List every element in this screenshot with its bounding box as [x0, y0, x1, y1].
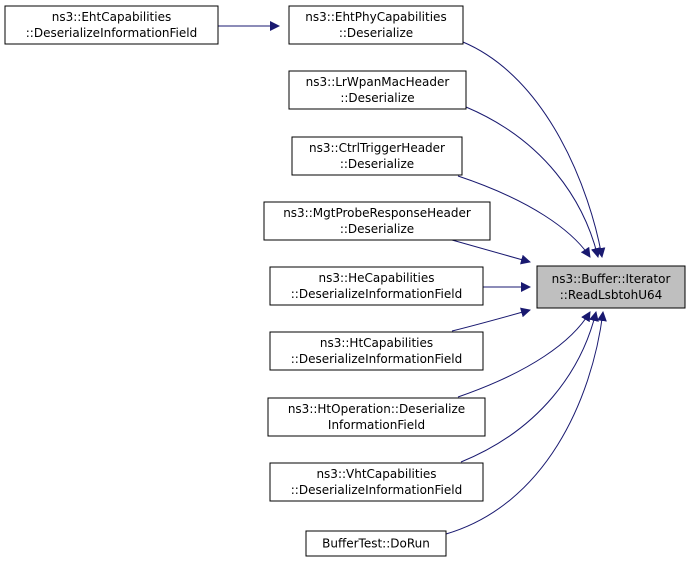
node-label-line: ::Deserialize: [340, 222, 414, 236]
edge-ht-op-to-target: [457, 311, 591, 398]
node-label-line: ::Deserialize: [340, 91, 414, 105]
node-label-line: ns3::EhtPhyCapabilities: [305, 10, 446, 24]
node-lrwpan-mac-deserialize[interactable]: ns3::LrWpanMacHeader::Deserialize: [288, 70, 467, 110]
node-label-line: ns3::HeCapabilities: [319, 271, 435, 285]
node-label-line: ::DeserializeInformationField: [26, 26, 197, 40]
node-vht-cap-deserialize[interactable]: ns3::VhtCapabilities::DeserializeInforma…: [269, 462, 484, 502]
edge-eht-phy-to-target: [462, 41, 606, 258]
node-label-line: ns3::HtOperation::Deserialize: [288, 402, 465, 416]
node-ht-op-deserialize[interactable]: ns3::HtOperation::DeserializeInformation…: [267, 397, 486, 437]
node-box: [288, 70, 467, 110]
node-eht-cap-deserialize[interactable]: ns3::EhtCapabilities::DeserializeInforma…: [4, 5, 219, 45]
node-box: [4, 5, 219, 45]
node-label-line: ns3::CtrlTriggerHeader: [309, 141, 445, 155]
node-label-line: ns3::HtCapabilities: [320, 336, 433, 350]
edge-lrwpan-to-target: [465, 106, 601, 258]
node-label-line: ::DeserializeInformationField: [291, 352, 462, 366]
node-label-line: BufferTest::DoRun: [322, 537, 430, 551]
node-eht-phy-deserialize[interactable]: ns3::EhtPhyCapabilities::Deserialize: [288, 5, 464, 45]
node-label-line: ns3::Buffer::Iterator: [552, 272, 671, 286]
edge-ht-cap-to-target: [451, 307, 531, 332]
edges: [218, 21, 607, 535]
node-box: [291, 136, 463, 176]
node-ctrl-trigger-deserialize[interactable]: ns3::CtrlTriggerHeader::Deserialize: [291, 136, 463, 176]
node-box: [269, 331, 484, 371]
node-label-line: InformationField: [328, 418, 425, 432]
node-label-line: ::DeserializeInformationField: [291, 483, 462, 497]
node-label-line: ns3::MgtProbeResponseHeader: [283, 206, 471, 220]
node-box: [288, 5, 464, 45]
edge-ctrl-trigger-to-target: [457, 175, 591, 258]
node-box: [267, 397, 486, 437]
edge-mgt-probe-to-target: [451, 239, 531, 265]
node-label-line: ns3::EhtCapabilities: [52, 10, 171, 24]
node-box: [269, 462, 484, 502]
node-box: [305, 530, 447, 557]
edge-vht-cap-to-target: [460, 311, 599, 463]
node-label-line: ::ReadLsbtohU64: [560, 288, 663, 302]
nodes: ns3::Buffer::Iterator::ReadLsbtohU64ns3:…: [4, 5, 686, 557]
node-label-line: ns3::VhtCapabilities: [316, 467, 436, 481]
node-label-line: ::Deserialize: [340, 157, 414, 171]
node-target[interactable]: ns3::Buffer::Iterator::ReadLsbtohU64: [536, 265, 686, 309]
node-ht-cap-deserialize[interactable]: ns3::HtCapabilities::DeserializeInformat…: [269, 331, 484, 371]
node-box: [263, 201, 491, 241]
edge-buffertest-to-target: [445, 311, 607, 535]
node-mgt-probe-deserialize[interactable]: ns3::MgtProbeResponseHeader::Deserialize: [263, 201, 491, 241]
node-he-cap-deserialize[interactable]: ns3::HeCapabilities::DeserializeInformat…: [269, 266, 484, 306]
node-label-line: ::DeserializeInformationField: [291, 287, 462, 301]
node-box: [536, 265, 686, 309]
node-label-line: ns3::LrWpanMacHeader: [306, 75, 450, 89]
node-box: [269, 266, 484, 306]
node-buffertest-dorun[interactable]: BufferTest::DoRun: [305, 530, 447, 557]
node-label-line: ::Deserialize: [339, 26, 413, 40]
